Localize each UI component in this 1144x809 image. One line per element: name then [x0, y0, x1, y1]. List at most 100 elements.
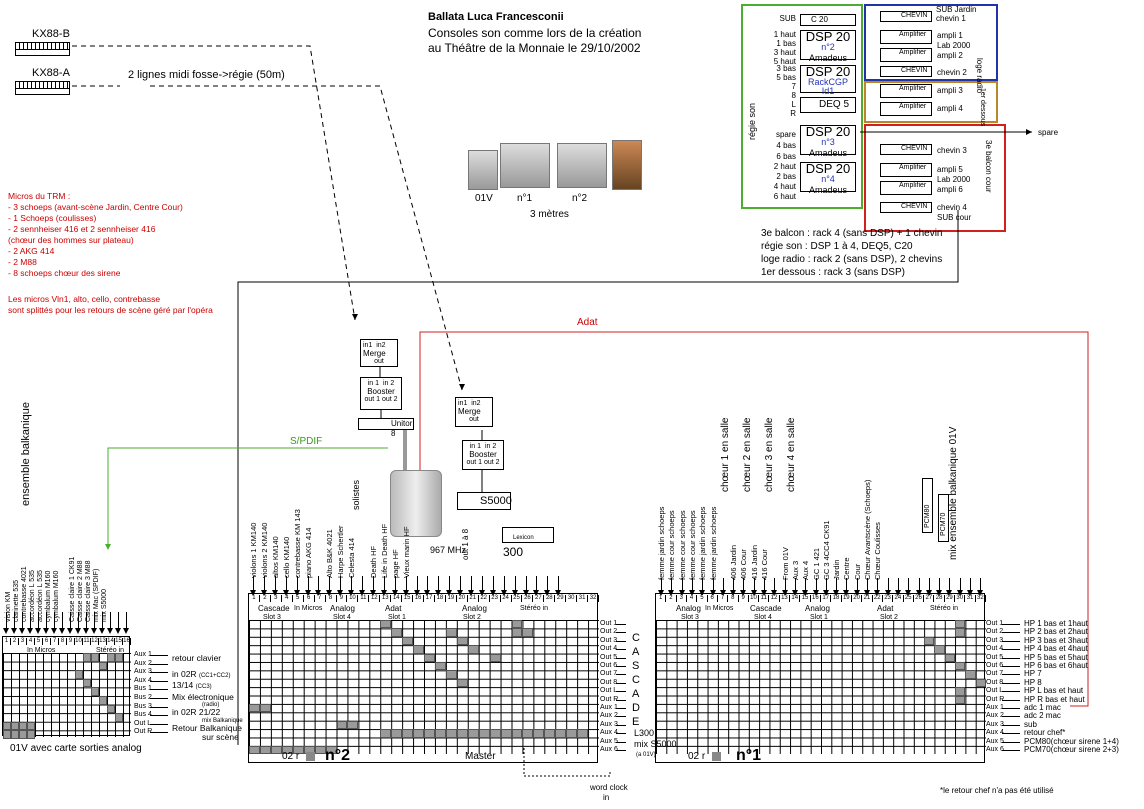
- center-input: [308, 576, 309, 590]
- matrix-cell-on: [315, 746, 326, 754]
- channel-number: 17: [424, 595, 435, 602]
- matrix-cell-on: [27, 722, 35, 731]
- channel-number: 2: [666, 595, 676, 602]
- channel-number: 4: [27, 638, 35, 645]
- pcm70-label: PCM70: [940, 513, 948, 536]
- channel-number: 14: [391, 595, 402, 602]
- center-out-line: [616, 624, 626, 625]
- right-out-line: [1002, 649, 1020, 650]
- rack-input-label: 2 bas: [752, 172, 796, 182]
- amp-1-device: Amplifier: [880, 30, 932, 44]
- channel-number: 13: [380, 595, 391, 602]
- left-input-arrow: [3, 628, 9, 634]
- booster-outs: out 1 out 2: [465, 459, 501, 467]
- channel-number: 5: [35, 638, 43, 645]
- l300-label: L300: [634, 728, 654, 738]
- center-footer-n2: n°2: [325, 748, 350, 764]
- channel-number: 32: [588, 595, 599, 602]
- right-input: [805, 578, 806, 590]
- matrix-cell-on: [501, 729, 512, 737]
- rack-input-label: R: [752, 109, 796, 118]
- matrix-cell-on: [391, 628, 402, 636]
- channel-number: 29: [945, 595, 955, 602]
- booster-label: Booster: [465, 451, 501, 459]
- center-input: [449, 576, 450, 590]
- unitor-device: Unitor 8: [358, 418, 414, 430]
- matrix-cell-on: [955, 696, 965, 704]
- right-input: [970, 578, 971, 590]
- right-input-label: femme jardin schoeps: [699, 507, 707, 580]
- center-input: [286, 576, 287, 590]
- center-input: [482, 576, 483, 590]
- channel-number: 7: [718, 595, 728, 602]
- channel-number: 6: [708, 595, 718, 602]
- c20-device: C 20: [800, 14, 856, 26]
- cascade-letter: A: [632, 646, 639, 658]
- channel-number: 10: [75, 638, 83, 645]
- matrix-cell-on: [115, 713, 123, 722]
- rack-note-line: régie son : DSP 1 à 4, DEQ5, C20: [761, 240, 942, 253]
- right-grid-lines: [656, 620, 986, 754]
- right-input: [671, 578, 672, 590]
- premier-dessous-label: 1er dessous: [978, 88, 986, 126]
- channel-number: 15: [402, 595, 413, 602]
- center-out-line: [616, 733, 626, 734]
- matrix-cell-on: [83, 653, 91, 662]
- channel-number: 29: [555, 595, 566, 602]
- channel-number: 14: [107, 638, 115, 645]
- center-input-label: contrebasse KM 143: [294, 509, 302, 578]
- channel-number: 14: [790, 595, 800, 602]
- left-input-arrow: [19, 628, 25, 634]
- center-input: [504, 576, 505, 590]
- matrix-cell-on: [271, 746, 282, 754]
- ensemble-balkanique-label: ensemble balkanique: [22, 402, 30, 506]
- matrix-cell-on: [11, 730, 19, 739]
- center-input-label: piano AKG 414: [305, 528, 313, 578]
- right-input: [743, 578, 744, 590]
- left-matrix-stereo-header: Stéréo in: [96, 646, 124, 656]
- matrix-cell-on: [457, 637, 468, 645]
- cascade-letter: C: [632, 674, 640, 686]
- right-input: [764, 578, 765, 590]
- center-input-label: Death HF: [370, 546, 378, 578]
- matrix-cell-on: [468, 729, 479, 737]
- rack-note-line: 3e balcon : rack 4 (sans DSP) + 1 chevin: [761, 227, 942, 240]
- ampli2-label: ampli 2: [937, 51, 963, 61]
- center-out-line: [616, 691, 626, 692]
- right-out-line: [1002, 683, 1020, 684]
- left-input-arrow: [75, 628, 81, 634]
- left-out-line: [150, 724, 168, 725]
- channel-number: 31: [577, 595, 588, 602]
- right-input-label: GC 1 421: [813, 548, 821, 580]
- chevin4-label: chevin 4: [937, 203, 967, 213]
- matrix-cell-on: [3, 722, 11, 731]
- right-input-label: 416 Cour: [761, 549, 769, 580]
- sub-cour-label: SUB cour: [937, 213, 971, 223]
- center-input-label: violons 2 KM140: [261, 523, 269, 578]
- center-input-label: altos KM140: [272, 536, 280, 578]
- right-input-label: Cour: [854, 564, 862, 580]
- center-input: [351, 576, 352, 590]
- left-input-arrow: [107, 628, 113, 634]
- rack-input-label: 6 haut: [752, 192, 796, 202]
- matrix-cell-on: [955, 628, 965, 636]
- channel-number: 19: [446, 595, 457, 602]
- matrix-cell-on: [457, 679, 468, 687]
- center-input: [384, 576, 385, 590]
- center-slot-1: Slot 1: [388, 613, 406, 623]
- dsp-rackcgp: DSP 20 RackCGP Id1 Amadeus: [800, 65, 856, 93]
- matrix-cell-on: [249, 746, 260, 754]
- matrix-cell-on: [402, 729, 413, 737]
- right-input-label: femme jardin schoeps: [658, 507, 666, 580]
- chevin-3-device: CHEVIN: [880, 144, 932, 155]
- center-input: [395, 576, 396, 590]
- channel-number: 30: [955, 595, 965, 602]
- amp-label: Amplifier: [899, 49, 926, 56]
- center-input-label: violons 1 KM140: [250, 523, 258, 578]
- chevin-label: CHEVIN: [901, 145, 927, 152]
- center-input-label: Vieux marin HF: [403, 526, 411, 578]
- center-footer-swatch: [306, 752, 315, 761]
- right-footer-swatch: [712, 752, 721, 761]
- center-input: [297, 576, 298, 590]
- channel-number: 16: [811, 595, 821, 602]
